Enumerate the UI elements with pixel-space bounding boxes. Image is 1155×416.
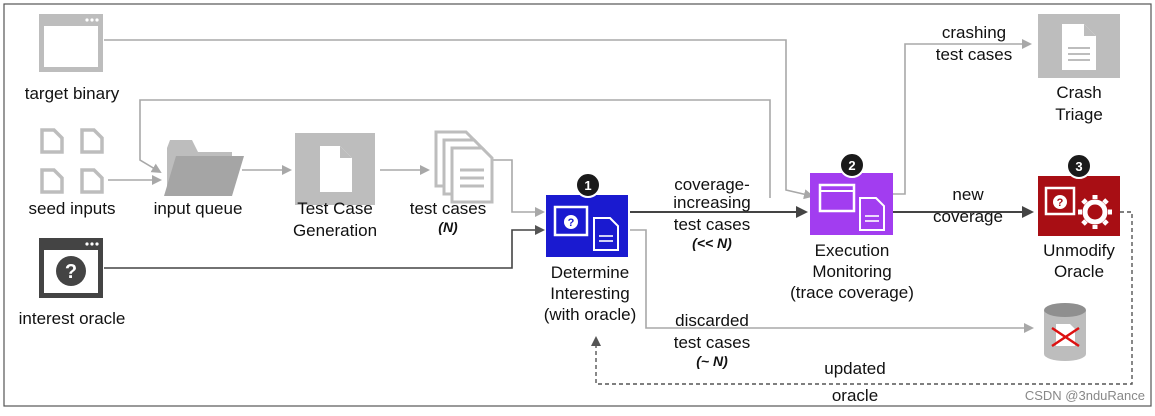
discarded-label-line2: test cases bbox=[674, 333, 751, 352]
crash-label-line2: Triage bbox=[1055, 105, 1103, 124]
execution-label-line2: Monitoring bbox=[812, 262, 891, 281]
new-coverage-label-line1: new bbox=[952, 185, 984, 204]
svg-text:?: ? bbox=[65, 261, 77, 283]
test-cases-label: test cases bbox=[410, 199, 487, 218]
determine-label-line1: Determine bbox=[551, 263, 629, 282]
watermark: CSDN @3nduRance bbox=[1025, 388, 1145, 403]
question-gear-icon: ? bbox=[1038, 176, 1120, 236]
document-icon bbox=[40, 128, 104, 194]
edge-feedback-to-queue bbox=[139, 99, 771, 198]
window-document-icon bbox=[810, 173, 893, 235]
execution-label-line1: Execution bbox=[815, 241, 890, 260]
question-window-document-icon: ? bbox=[546, 195, 628, 257]
coverage-count: (<< N) bbox=[692, 235, 732, 251]
document-icon bbox=[295, 133, 375, 205]
unmodify-label-line1: Unmodify bbox=[1043, 241, 1115, 260]
determine-label-line2: Interesting bbox=[550, 284, 629, 303]
step-badge-1: 1 bbox=[575, 172, 601, 198]
svg-text:1: 1 bbox=[584, 178, 591, 193]
updated-label-line1: updated bbox=[824, 359, 885, 378]
window-icon bbox=[39, 14, 103, 72]
coverage-label-line1: coverage- bbox=[674, 175, 750, 194]
svg-text:?: ? bbox=[1057, 197, 1064, 209]
unmodify-label-line2: Oracle bbox=[1054, 262, 1104, 281]
crashing-label-line1: crashing bbox=[942, 23, 1006, 42]
crashing-label-line2: test cases bbox=[936, 45, 1013, 64]
edge-updated-oracle bbox=[591, 211, 1133, 385]
database-trash-icon bbox=[1044, 303, 1086, 361]
svg-text:?: ? bbox=[568, 217, 575, 229]
coverage-label-line3: test cases bbox=[674, 215, 751, 234]
edge-determine-to-discard bbox=[630, 229, 1034, 333]
svg-text:3: 3 bbox=[1075, 159, 1082, 174]
determine-label-line3: (with oracle) bbox=[544, 305, 637, 324]
svg-text:2: 2 bbox=[848, 158, 855, 173]
execution-label-line3: (trace coverage) bbox=[790, 283, 914, 302]
stacked-documents-icon bbox=[434, 130, 494, 204]
discarded-label-line1: discarded bbox=[675, 311, 749, 330]
updated-label-line2: oracle bbox=[832, 386, 878, 405]
interest-oracle-label: interest oracle bbox=[19, 309, 126, 328]
seed-inputs-label: seed inputs bbox=[29, 199, 116, 218]
crash-label-line1: Crash bbox=[1056, 83, 1101, 102]
edge-execution-to-crash bbox=[893, 39, 1032, 195]
edge-oracle-to-determine bbox=[104, 225, 545, 269]
generation-label-line2: Generation bbox=[293, 221, 377, 240]
diagram-frame bbox=[3, 3, 1152, 407]
generation-label-line1: Test Case bbox=[297, 199, 373, 218]
question-window-icon: ? bbox=[39, 238, 103, 298]
edge-testcases-to-determine bbox=[492, 159, 545, 217]
input-queue-label: input queue bbox=[154, 199, 243, 218]
test-cases-count: (N) bbox=[438, 219, 458, 235]
folder-icon bbox=[164, 140, 244, 196]
document-icon bbox=[1038, 14, 1120, 78]
new-coverage-label-line2: coverage bbox=[933, 207, 1003, 226]
target-binary-label: target binary bbox=[25, 84, 120, 103]
edge-target-to-execution bbox=[104, 39, 814, 200]
step-badge-2: 2 bbox=[839, 152, 865, 178]
discarded-count: (~ N) bbox=[696, 353, 728, 369]
coverage-label-line2: increasing bbox=[673, 193, 751, 212]
step-badge-3: 3 bbox=[1066, 153, 1092, 179]
